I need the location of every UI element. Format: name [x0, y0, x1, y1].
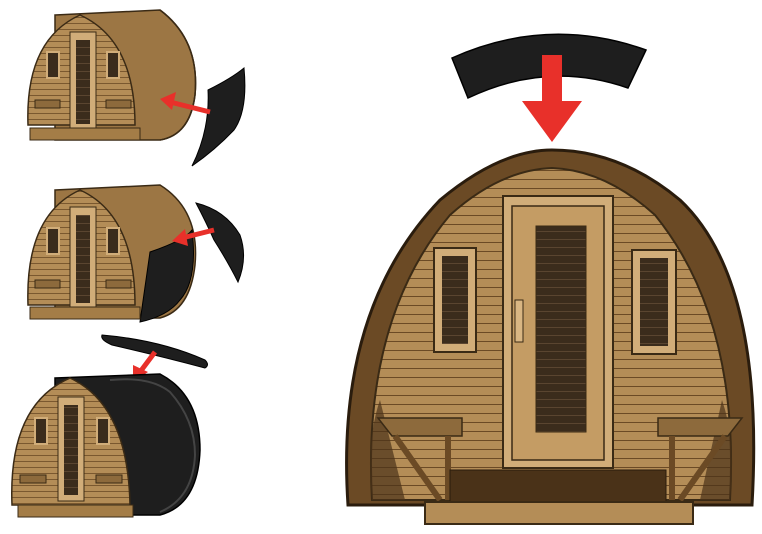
- large-sauna: [347, 150, 754, 524]
- step-1-small-sauna: [28, 10, 196, 140]
- step-2-small-sauna: [28, 185, 196, 322]
- step-3-small-sauna: [12, 374, 200, 517]
- step-1-roof-panel: [192, 68, 245, 166]
- step-2-roof-panel: [196, 203, 244, 282]
- step-3-roof-panel: [102, 335, 208, 368]
